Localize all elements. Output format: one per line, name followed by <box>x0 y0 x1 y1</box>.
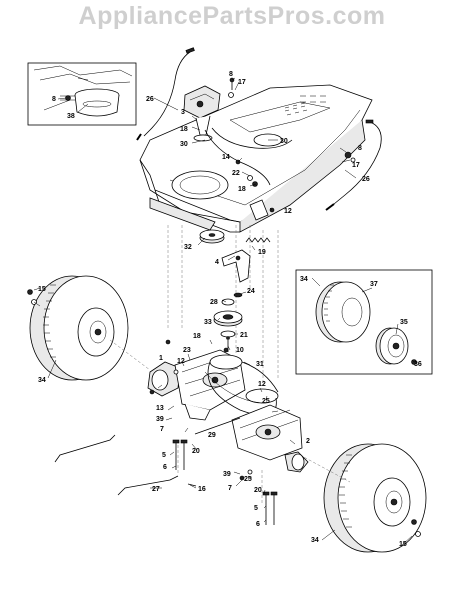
callout-7: 7 <box>228 485 232 492</box>
inset-detail-box <box>27 62 137 126</box>
callout-10: 10 <box>236 347 244 354</box>
callout-20: 20 <box>192 448 200 455</box>
callout-30: 30 <box>280 138 288 145</box>
callout-12: 12 <box>258 381 266 388</box>
callout-8: 8 <box>229 71 233 78</box>
callout-39: 39 <box>223 471 231 478</box>
callout-32: 32 <box>184 244 192 251</box>
pulley-stack <box>213 292 243 352</box>
callout-18: 18 <box>193 333 201 340</box>
right-rear-tire <box>323 443 427 553</box>
callout-22: 22 <box>232 170 240 177</box>
callout-17: 17 <box>238 79 246 86</box>
drive-belt <box>204 354 279 416</box>
callout-34: 34 <box>311 537 319 544</box>
callout-14: 14 <box>222 154 230 161</box>
callout-26: 26 <box>362 176 370 183</box>
watermark-text: AppliancePartsPros.com <box>78 2 386 30</box>
fasteners <box>149 339 278 525</box>
callout-26: 26 <box>146 96 154 103</box>
callout-18: 18 <box>180 126 188 133</box>
callout-15: 15 <box>38 286 46 293</box>
callout-17: 17 <box>352 162 360 169</box>
inset-wheel-box <box>295 269 433 375</box>
callout-16: 16 <box>198 486 206 493</box>
callout-24: 24 <box>247 288 255 295</box>
callout-6: 6 <box>256 521 260 528</box>
callout-38: 38 <box>67 113 75 120</box>
callout-4: 4 <box>215 259 219 266</box>
callout-7: 7 <box>160 426 164 433</box>
callout-19: 19 <box>258 249 266 256</box>
callout-3: 3 <box>181 109 185 116</box>
callout-13: 13 <box>156 405 164 412</box>
callout-8: 8 <box>52 96 56 103</box>
callout-8: 8 <box>358 145 362 152</box>
callout-36: 36 <box>414 361 422 368</box>
callout-21: 21 <box>240 332 248 339</box>
callout-15: 15 <box>399 541 407 548</box>
assembly-guide-lines <box>167 225 279 505</box>
callout-33: 33 <box>204 319 212 326</box>
callout-27: 27 <box>152 486 160 493</box>
axle-lines <box>109 339 351 483</box>
callout-28: 28 <box>210 299 218 306</box>
leader-lines <box>33 77 415 546</box>
callout-1: 1 <box>159 355 163 362</box>
idler-assembly <box>199 229 271 283</box>
callout-37: 37 <box>370 281 378 288</box>
callout-12: 12 <box>177 358 185 365</box>
callout-31: 31 <box>256 361 264 368</box>
callout-35: 35 <box>400 319 408 326</box>
callout-34: 34 <box>300 276 308 283</box>
callout-6: 6 <box>163 464 167 471</box>
callout-25: 25 <box>244 476 252 483</box>
right-transaxle <box>231 404 309 473</box>
callout-2: 2 <box>306 438 310 445</box>
callout-labels: 8 38 26 8 17 3 18 30 30 14 22 18 12 8 17… <box>38 71 422 548</box>
callout-39: 39 <box>156 416 164 423</box>
left-rear-tire <box>27 275 129 381</box>
bypass-rods <box>54 417 241 496</box>
callout-5: 5 <box>162 452 166 459</box>
callout-12: 12 <box>284 208 292 215</box>
callout-20: 20 <box>254 487 262 494</box>
callout-34: 34 <box>38 377 46 384</box>
callout-25: 25 <box>262 398 270 405</box>
callout-29: 29 <box>208 432 216 439</box>
callout-5: 5 <box>254 505 258 512</box>
motion-control-assembly <box>183 85 221 142</box>
callout-30: 30 <box>180 141 188 148</box>
callout-23: 23 <box>183 347 191 354</box>
control-cables <box>136 47 382 211</box>
chassis-frame <box>139 84 373 233</box>
frame-hardware <box>228 77 356 213</box>
callout-18: 18 <box>238 186 246 193</box>
